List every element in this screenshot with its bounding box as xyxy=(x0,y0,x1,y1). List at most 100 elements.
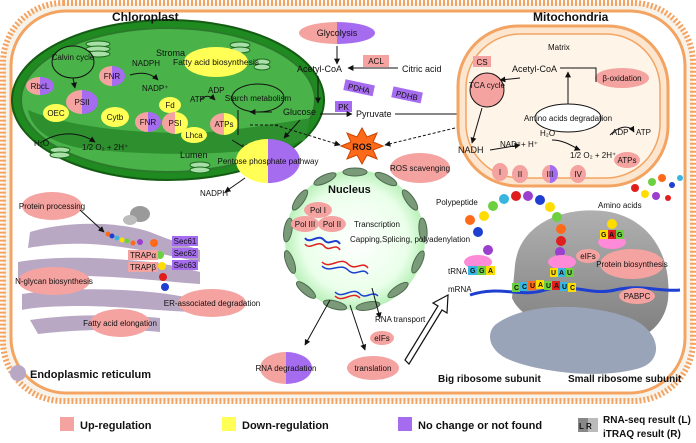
ros-scavenging-label: ROS scavenging xyxy=(390,164,450,173)
legend-up-swatch xyxy=(60,417,74,431)
water-split-label: 1/2 O₂ + 2H⁺ xyxy=(82,143,128,152)
mito-atps-node: ATPs xyxy=(614,152,640,168)
codon-6: A xyxy=(554,283,559,290)
psii-label: PSII xyxy=(74,98,89,107)
nucleus-eifs-label: eIFs xyxy=(374,334,390,343)
fatty-acid-biosynthesis-node: Fatty acid biosynthesis xyxy=(173,47,259,77)
ppp-node: Pentose phosphate pathway xyxy=(218,139,319,183)
legend: Up-regulation Down-regulation No change … xyxy=(60,415,691,440)
translation-node: translation xyxy=(347,356,399,380)
starch-metabolism-node: Starch metabolism xyxy=(225,83,291,113)
pk-label: PK xyxy=(338,103,349,112)
codon-4: A xyxy=(538,282,543,289)
nglycan-label: N-glycan biosynthesis xyxy=(15,277,93,286)
protein-processing-label: Protein processing xyxy=(19,202,85,211)
acl-label: ACL xyxy=(368,57,384,66)
ppp-label: Pentose phosphate pathway xyxy=(218,157,319,166)
calvin-cycle xyxy=(51,45,95,79)
fatty-elong-label: Fatty acid elongation xyxy=(83,319,157,328)
amino-deg-label: Amino acids degradation xyxy=(524,114,612,123)
ribosome: Big ribosome subunit Small ribosome subu… xyxy=(436,174,683,385)
rna-transport-label: RNA transport xyxy=(375,315,426,324)
er-polypeptide xyxy=(105,231,169,291)
mito-atp-label: ATP xyxy=(636,128,651,137)
trapb-node: TRAPβ xyxy=(128,262,158,272)
citric-acid-label: Citric acid xyxy=(402,64,442,74)
legend-down-swatch xyxy=(222,417,236,431)
ribo-polypeptide xyxy=(465,191,566,257)
legend-lr-box-left xyxy=(578,418,588,432)
ribo-eifs-label: eIFs xyxy=(580,252,596,261)
nucleus-eifs-node: eIFs xyxy=(370,331,394,345)
codon-1: C xyxy=(514,285,519,292)
big-ribosome-label: Big ribosome subunit xyxy=(438,374,541,385)
glycolysis-node: Glycolysis xyxy=(299,22,375,44)
pk-node: PK xyxy=(335,101,352,112)
codon-8: C xyxy=(570,285,575,292)
mito-water-label: 1/2 O₂ + 2H⁺ xyxy=(570,151,616,160)
psi-node: PSI xyxy=(162,112,188,134)
trna1-base-1: G xyxy=(470,268,476,275)
mitochondria: Mitochondria Matrix Acetyl-CoA CS β-oxid… xyxy=(456,10,670,188)
glucose-label: Glucose xyxy=(283,107,316,117)
small-ribosome-label: Small ribosome subunit xyxy=(568,374,682,385)
er-degradation-label: ER-associated degradation xyxy=(164,299,261,308)
complex-iii-label: III xyxy=(547,170,554,179)
calvin-cycle-label: Calvin cycle xyxy=(52,53,95,62)
ribo-eifs-node: eIFs xyxy=(576,249,600,263)
cs-label: CS xyxy=(476,58,487,67)
legend-itraq-label: iTRAQ result (R) xyxy=(603,429,681,440)
chloro-atps-label: ATPs xyxy=(215,120,234,129)
svg-text:GAG: GAG xyxy=(601,232,623,239)
complex-ii-label: II xyxy=(518,170,522,179)
fatty-elongation-node: Fatty acid elongation xyxy=(83,309,157,337)
fnr-bottom-node: FNR xyxy=(135,112,161,132)
fnr-top-node: FNR xyxy=(99,66,125,86)
legend-up-label: Up-regulation xyxy=(80,420,152,432)
pol2-label: Pol II xyxy=(323,220,341,229)
psii-node: PSII xyxy=(66,90,98,114)
trna1-base-3: A xyxy=(488,268,493,275)
adp-label: ADP xyxy=(208,86,224,95)
trna-label: tRNA xyxy=(448,267,468,276)
complex-iv-label: IV xyxy=(574,170,582,179)
lumen-label: Lumen xyxy=(180,150,208,160)
translation-arrow xyxy=(404,293,449,365)
beta-ox-label: β-oxidation xyxy=(602,74,641,83)
transcription-label: Transcription xyxy=(354,220,400,229)
matrix-label: Matrix xyxy=(548,43,570,52)
trapa-label: TRAPα xyxy=(130,251,156,260)
rna-degradation-label: RNA degradation xyxy=(256,364,317,373)
h2o-label: H₂O xyxy=(34,139,49,148)
rbcl-label: RbcL xyxy=(31,82,50,91)
oec-label: OEC xyxy=(47,109,65,118)
fd-label: Fd xyxy=(165,101,174,110)
dna-strand xyxy=(304,236,341,245)
tca-node: TCA cycle xyxy=(469,72,506,108)
trna3-base-3: G xyxy=(617,232,623,239)
trna3-base-2: A xyxy=(609,232,614,239)
sec61-node: Sec61 xyxy=(172,236,198,246)
sec61-label: Sec61 xyxy=(174,237,197,246)
svg-text:GGA: GGA xyxy=(470,268,493,275)
pol1-label: Pol I xyxy=(310,206,326,215)
cytb-label: Cytb xyxy=(107,113,124,122)
complex-i-node: I xyxy=(492,163,508,181)
nadp-label: NADP⁺ xyxy=(142,84,168,93)
tca-label: TCA cycle xyxy=(469,81,506,90)
complex-i-label: I xyxy=(499,168,501,177)
pol2-node: Pol II xyxy=(318,216,346,232)
complex-iii-node: III xyxy=(542,165,558,183)
codon-2: C xyxy=(522,284,527,291)
pyruvate-label: Pyruvate xyxy=(356,109,392,119)
free-amino-acids xyxy=(631,174,683,201)
sec62-node: Sec62 xyxy=(172,248,198,258)
lhca-node: Lhca xyxy=(181,127,207,143)
fnr-top-label: FNR xyxy=(104,72,121,81)
fnr-bottom-label: FNR xyxy=(140,118,157,127)
protein-biosynthesis-node: Protein biosynthesis xyxy=(596,249,668,279)
legend-nochange-swatch xyxy=(398,417,412,431)
nuclear-envelope xyxy=(283,167,428,311)
